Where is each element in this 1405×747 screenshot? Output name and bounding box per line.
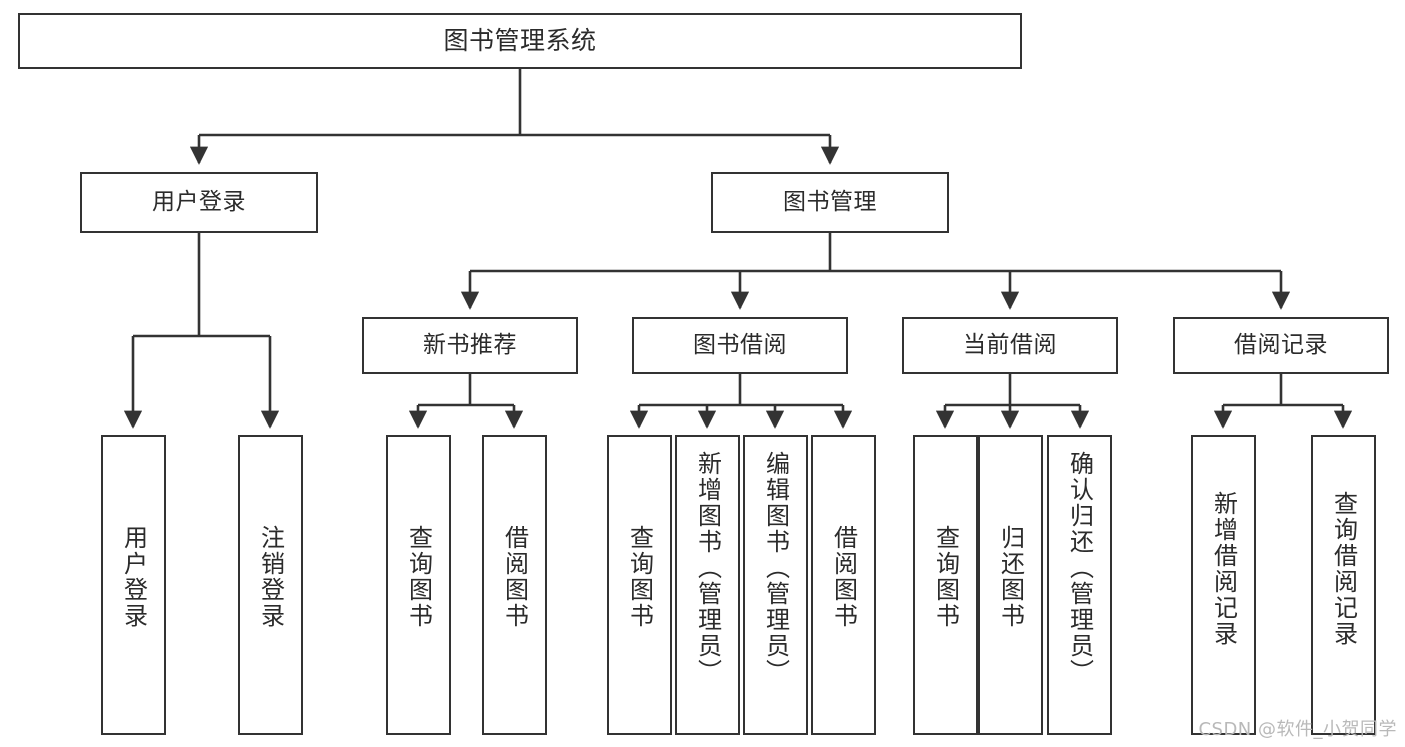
node-root-book-management-system[interactable]: 图书管理系统 xyxy=(18,13,1022,69)
leaf-confirm-return[interactable]: 确认归还（管理员） xyxy=(1047,435,1112,735)
leaf-add-borrow-record[interactable]: 新增借阅记录 xyxy=(1191,435,1256,735)
node-label: 确认归还（管理员） xyxy=(1065,451,1094,685)
node-label: 图书管理系统 xyxy=(443,26,597,56)
leaf-add-book[interactable]: 新增图书（管理员） xyxy=(675,435,740,735)
node-label: 用户登录 xyxy=(119,525,148,629)
node-label: 查询图书 xyxy=(931,525,960,629)
node-label: 借阅图书 xyxy=(500,525,529,629)
node-label: 图书借阅 xyxy=(693,331,787,358)
node-label: 借阅记录 xyxy=(1234,331,1328,358)
node-label: 编辑图书（管理员） xyxy=(761,451,790,685)
node-label: 新书推荐 xyxy=(423,331,517,358)
node-label: 用户登录 xyxy=(152,188,246,215)
leaf-logout-login[interactable]: 注销登录 xyxy=(238,435,303,735)
leaf-query-book-borrow[interactable]: 查询图书 xyxy=(607,435,672,735)
node-borrow-record[interactable]: 借阅记录 xyxy=(1173,317,1389,374)
node-label: 新增借阅记录 xyxy=(1209,491,1238,647)
node-book-management[interactable]: 图书管理 xyxy=(711,172,949,233)
leaf-edit-book[interactable]: 编辑图书（管理员） xyxy=(743,435,808,735)
leaf-borrow-book-recommend[interactable]: 借阅图书 xyxy=(482,435,547,735)
node-label: 注销登录 xyxy=(256,525,285,629)
node-new-book-recommend[interactable]: 新书推荐 xyxy=(362,317,578,374)
node-book-borrow[interactable]: 图书借阅 xyxy=(632,317,848,374)
node-label: 查询借阅记录 xyxy=(1329,491,1358,647)
leaf-return-book[interactable]: 归还图书 xyxy=(978,435,1043,735)
leaf-user-login[interactable]: 用户登录 xyxy=(101,435,166,735)
node-label: 查询图书 xyxy=(625,525,654,629)
node-label: 新增图书（管理员） xyxy=(693,451,722,685)
node-label: 查询图书 xyxy=(404,525,433,629)
leaf-query-book-current[interactable]: 查询图书 xyxy=(913,435,978,735)
node-label: 当前借阅 xyxy=(963,331,1057,358)
node-label: 图书管理 xyxy=(783,188,877,215)
leaf-query-borrow-record[interactable]: 查询借阅记录 xyxy=(1311,435,1376,735)
leaf-borrow-book-borrow[interactable]: 借阅图书 xyxy=(811,435,876,735)
node-label: 归还图书 xyxy=(996,525,1025,629)
node-label: 借阅图书 xyxy=(829,525,858,629)
leaf-query-book-recommend[interactable]: 查询图书 xyxy=(386,435,451,735)
node-current-borrow[interactable]: 当前借阅 xyxy=(902,317,1118,374)
node-user-login[interactable]: 用户登录 xyxy=(80,172,318,233)
